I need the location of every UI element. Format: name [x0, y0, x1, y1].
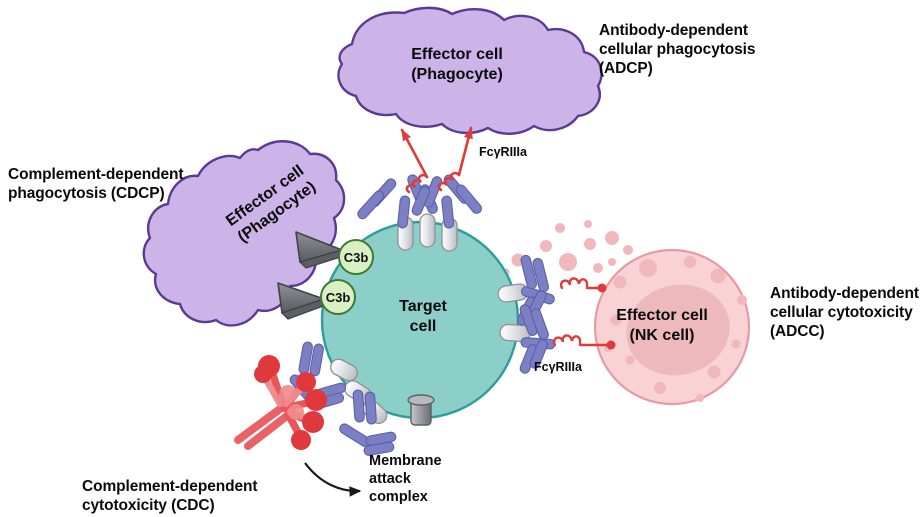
- cdc-label: Complement-dependent cytotoxicity (CDC): [82, 478, 258, 516]
- nk-cell-line1: Effector cell: [616, 307, 708, 324]
- cdc-arrow: [304, 462, 362, 497]
- c1q-globular-heads: [254, 355, 327, 450]
- complement-receptor[interactable]: [277, 282, 327, 320]
- adcp-label-line2: cellular phagocytosis: [599, 40, 756, 58]
- adcp-label: Antibody-dependent cellular phagocytosis…: [599, 22, 756, 79]
- phagocyte-top-line2: (Phagocyte): [411, 65, 503, 83]
- c3b-opsonin[interactable]: C3b: [338, 239, 374, 275]
- cdcp-label-line1: Complement-dependent: [8, 166, 184, 183]
- adcc-label: Antibody-dependent cellular cytotoxicity…: [770, 285, 919, 342]
- c3b-label: C3b: [326, 290, 351, 305]
- fc-gamma-receptor-iiia[interactable]: [437, 126, 473, 192]
- phagocyte-top-line1: Effector cell: [411, 46, 503, 63]
- antigen-receptor: [419, 213, 436, 248]
- effector-cell-nk[interactable]: [593, 248, 751, 406]
- adcc-label-line3: (ADCC): [770, 322, 825, 340]
- cdc-label-line2: cytotoxicity (CDC): [82, 496, 215, 514]
- effector-cell-phagocyte-top[interactable]: [337, 6, 603, 135]
- fc-gamma-receptor-iiia[interactable]: [552, 334, 616, 350]
- membrane-attack-complex-pore[interactable]: [407, 394, 435, 426]
- c3b-opsonin[interactable]: C3b: [320, 279, 356, 315]
- effector-cell-phagocyte-top-label: Effector cell (Phagocyte): [377, 45, 537, 84]
- complement-receptor[interactable]: [295, 231, 345, 269]
- antibody[interactable]: [411, 173, 484, 229]
- effector-cell-phagocyte-left[interactable]: [142, 140, 346, 327]
- mac-label-line1: Membrane: [369, 453, 442, 469]
- antigen-receptor: [330, 358, 358, 382]
- cdc-label-line1: Complement-dependent: [82, 478, 258, 495]
- nk-cell-line2: (NK cell): [629, 326, 695, 344]
- membrane-attack-complex-label: Membrane attack complex: [369, 452, 442, 506]
- fc-gamma-receptor-iiia[interactable]: [400, 128, 429, 194]
- adcc-label-line1: Antibody-dependent: [770, 285, 919, 302]
- fc-gamma-receptor-label-top: FcγRIIIa: [479, 145, 527, 159]
- adcp-label-line1: Antibody-dependent: [599, 22, 748, 39]
- target-cell-label: Target cell: [378, 297, 468, 336]
- c3b-label: C3b: [344, 250, 369, 265]
- fc-gamma-receptor-label-bottom: FcγRIIIa: [534, 360, 582, 374]
- cdcp-label: Complement-dependent phagocytosis (CDCP): [8, 166, 184, 204]
- cytotoxic-granule-spray: [502, 220, 633, 276]
- fc-gamma-receptor-iiia[interactable]: [559, 277, 607, 293]
- effector-cell-nk-label: Effector cell (NK cell): [607, 306, 717, 345]
- adcp-label-line3: (ADCP): [599, 59, 653, 77]
- target-cell-line1: Target: [399, 298, 447, 315]
- target-cell-line2: cell: [409, 317, 437, 335]
- mac-label-line3: complex: [369, 489, 428, 506]
- nk-granules: [604, 256, 747, 402]
- antibody[interactable]: [338, 389, 397, 456]
- nk-nucleus: [626, 284, 730, 376]
- adcc-label-line2: cellular cytotoxicity: [770, 303, 913, 321]
- c1q-complement-complex[interactable]: [234, 355, 327, 450]
- mac-label-line2: attack: [369, 471, 411, 488]
- cdcp-label-line2: phagocytosis (CDCP): [8, 184, 165, 202]
